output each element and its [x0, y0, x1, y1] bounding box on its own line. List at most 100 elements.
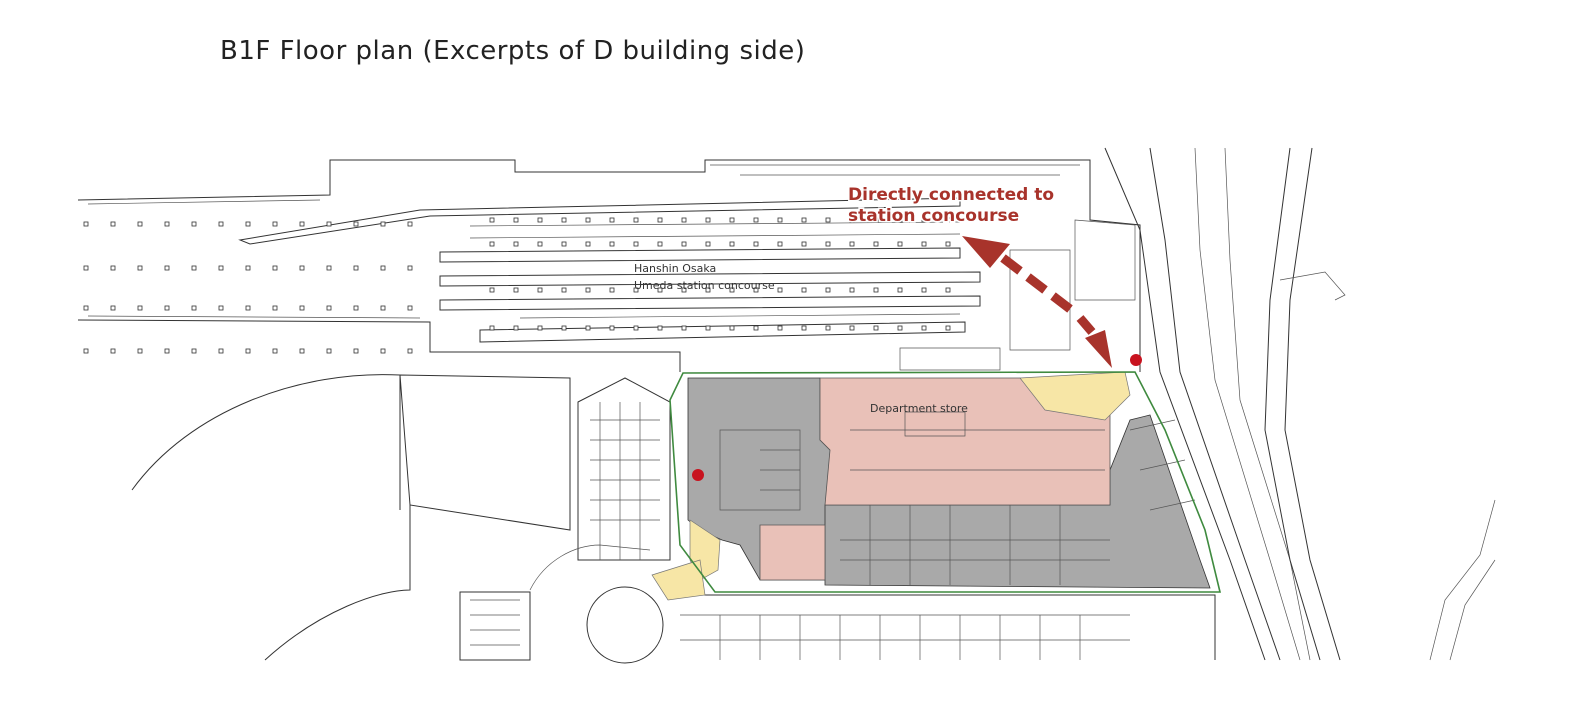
- column-marker: [380, 221, 386, 227]
- building-boundary: [669, 371, 1222, 593]
- column-marker: [945, 287, 951, 293]
- column-marker: [777, 217, 783, 223]
- column-marker: [777, 287, 783, 293]
- column-marker: [657, 287, 663, 293]
- column-marker: [353, 265, 359, 271]
- column-marker: [191, 348, 197, 354]
- location-marker: [1130, 354, 1142, 366]
- column-marker: [825, 241, 831, 247]
- column-marker: [825, 287, 831, 293]
- column-marker: [380, 265, 386, 271]
- column-marker: [825, 325, 831, 331]
- connection-arrow: [962, 236, 1112, 368]
- column-marker: [777, 241, 783, 247]
- column-marker: [83, 265, 89, 271]
- column-marker: [407, 265, 413, 271]
- column-marker: [585, 325, 591, 331]
- column-marker: [705, 287, 711, 293]
- column-marker: [513, 287, 519, 293]
- column-marker: [753, 287, 759, 293]
- location-marker: [692, 469, 704, 481]
- column-marker: [164, 265, 170, 271]
- column-marker: [407, 221, 413, 227]
- column-marker: [489, 217, 495, 223]
- column-marker: [407, 305, 413, 311]
- column-marker: [585, 217, 591, 223]
- column-marker: [272, 221, 278, 227]
- column-marker: [299, 348, 305, 354]
- column-marker: [681, 325, 687, 331]
- d-building: [651, 371, 1222, 601]
- column-marker: [945, 217, 951, 223]
- column-marker: [353, 305, 359, 311]
- column-marker: [825, 217, 831, 223]
- column-marker: [609, 287, 615, 293]
- column-marker: [729, 287, 735, 293]
- callout-line1: Directly connected to: [848, 185, 1054, 205]
- column-marker: [945, 241, 951, 247]
- column-marker: [873, 287, 879, 293]
- column-marker: [753, 217, 759, 223]
- column-marker: [245, 348, 251, 354]
- connection-area: [1019, 371, 1131, 421]
- column-marker: [272, 305, 278, 311]
- column-marker: [657, 241, 663, 247]
- column-marker: [897, 287, 903, 293]
- column-marker: [164, 305, 170, 311]
- column-marker: [753, 325, 759, 331]
- column-marker: [657, 325, 663, 331]
- column-marker: [849, 241, 855, 247]
- column-marker: [489, 241, 495, 247]
- column-marker: [561, 217, 567, 223]
- column-marker: [83, 348, 89, 354]
- column-marker: [561, 287, 567, 293]
- column-marker: [245, 265, 251, 271]
- column-marker: [801, 241, 807, 247]
- column-marker: [380, 305, 386, 311]
- column-marker: [83, 305, 89, 311]
- column-marker: [218, 348, 224, 354]
- column-marker: [585, 241, 591, 247]
- column-marker: [777, 325, 783, 331]
- column-marker: [353, 348, 359, 354]
- column-marker: [585, 287, 591, 293]
- column-marker: [191, 265, 197, 271]
- page-title: B1F Floor plan (Excerpts of D building s…: [220, 36, 806, 66]
- column-marker: [489, 325, 495, 331]
- column-marker: [873, 325, 879, 331]
- column-marker: [921, 325, 927, 331]
- column-marker: [137, 265, 143, 271]
- column-marker: [326, 348, 332, 354]
- column-marker: [110, 305, 116, 311]
- column-marker: [110, 348, 116, 354]
- column-marker: [83, 221, 89, 227]
- column-marker: [537, 217, 543, 223]
- column-marker: [272, 265, 278, 271]
- column-marker: [897, 241, 903, 247]
- column-marker: [110, 221, 116, 227]
- column-marker: [137, 221, 143, 227]
- column-marker: [633, 241, 639, 247]
- column-marker: [849, 287, 855, 293]
- column-marker: [191, 221, 197, 227]
- column-marker: [218, 265, 224, 271]
- column-marker: [513, 325, 519, 331]
- column-marker: [191, 305, 197, 311]
- column-marker: [609, 217, 615, 223]
- column-marker: [729, 217, 735, 223]
- column-marker: [921, 287, 927, 293]
- column-marker: [513, 241, 519, 247]
- column-marker: [633, 287, 639, 293]
- column-marker: [705, 325, 711, 331]
- column-marker: [897, 325, 903, 331]
- column-marker: [245, 221, 251, 227]
- column-marker: [326, 265, 332, 271]
- column-marker: [705, 241, 711, 247]
- column-marker: [609, 325, 615, 331]
- column-marker: [218, 221, 224, 227]
- column-marker: [705, 217, 711, 223]
- column-marker: [897, 217, 903, 223]
- column-marker: [801, 217, 807, 223]
- column-marker: [326, 305, 332, 311]
